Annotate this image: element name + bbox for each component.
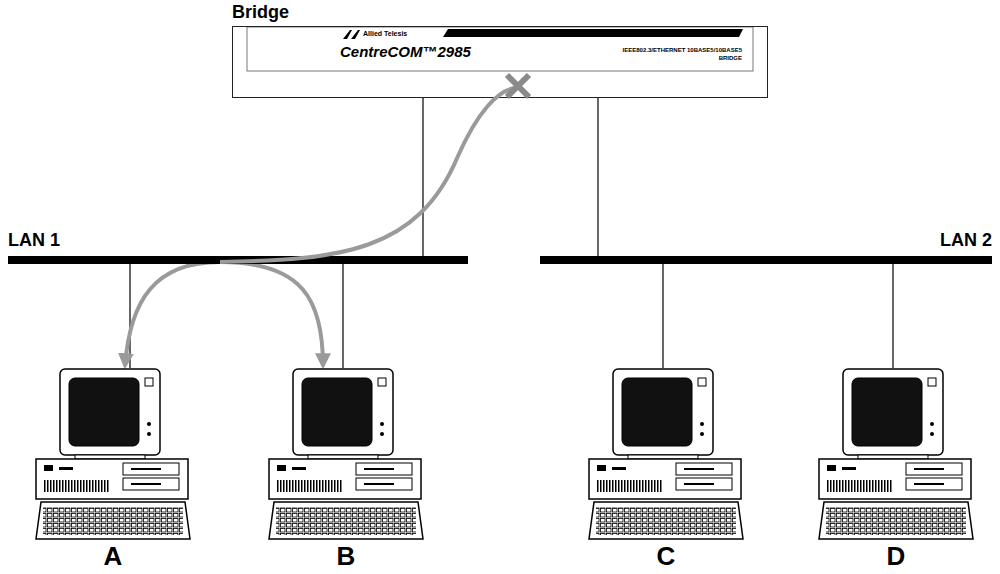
bridge-front-panel bbox=[233, 27, 767, 97]
computer-node: B bbox=[268, 368, 424, 572]
lan-node: LAN 1 bbox=[8, 230, 468, 264]
device-heading: Bridge bbox=[232, 2, 289, 22]
computer-illustration bbox=[35, 368, 191, 540]
network-drop-line bbox=[892, 264, 893, 368]
frame-path-spur bbox=[220, 88, 514, 262]
lan-label: LAN 2 bbox=[940, 230, 992, 250]
lan-label: LAN 1 bbox=[8, 230, 60, 250]
network-drop-line bbox=[662, 264, 663, 368]
model-name: CentreCOM™2985 bbox=[340, 43, 471, 61]
bridge-node: BridgeAllied TelesisCentreCOM™2985 IEEE80… bbox=[232, 2, 768, 98]
computer-illustration bbox=[268, 368, 424, 540]
computer-label: B bbox=[268, 542, 424, 570]
lan-segment bbox=[540, 256, 992, 264]
network-drop-line bbox=[422, 98, 423, 256]
computer-illustration bbox=[588, 368, 744, 540]
brand-name: Allied Telesis bbox=[363, 29, 407, 38]
computer-illustration bbox=[818, 368, 974, 540]
computer-label: A bbox=[35, 542, 191, 570]
computer-node: D bbox=[818, 368, 974, 572]
lan-segment bbox=[8, 256, 468, 264]
network-drop-line bbox=[342, 264, 343, 368]
frame-path-arrow bbox=[125, 262, 323, 366]
lan-node: LAN 2 bbox=[540, 230, 992, 264]
computer-node: C bbox=[588, 368, 744, 572]
network-drop-line bbox=[129, 264, 130, 368]
computer-label: C bbox=[588, 542, 744, 570]
spec-text: IEEE802.3/ETHERNET 10BASE5/10BASE5 BRIDG… bbox=[614, 46, 742, 62]
network-drop-line bbox=[597, 98, 598, 256]
computer-node: A bbox=[35, 368, 191, 572]
computer-label: D bbox=[818, 542, 974, 570]
bridge-housing bbox=[232, 26, 768, 98]
blocked-cross bbox=[507, 75, 529, 97]
